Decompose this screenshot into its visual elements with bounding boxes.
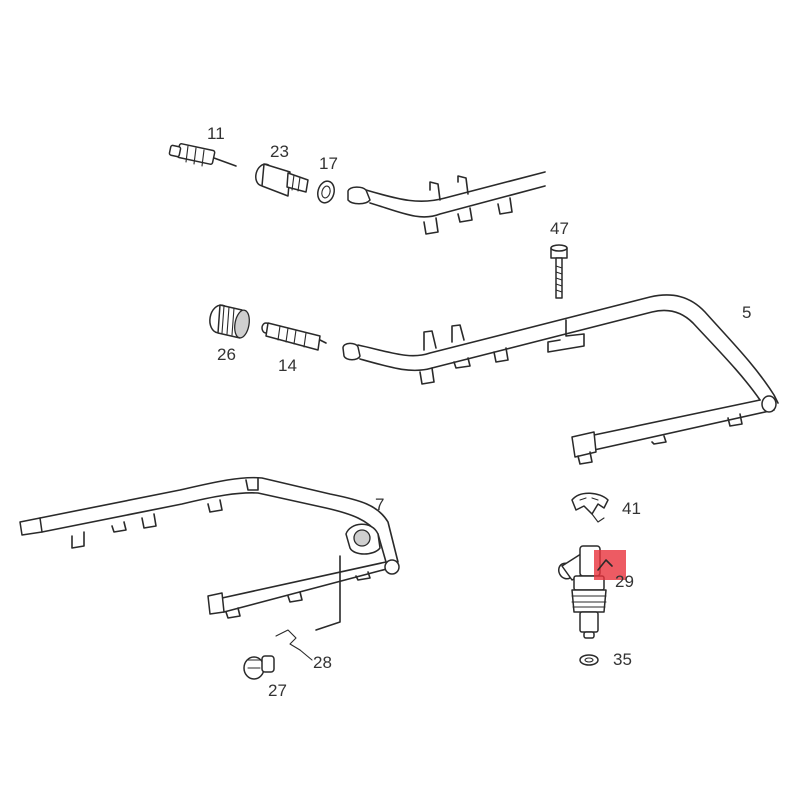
callout-28: 28 xyxy=(313,653,332,672)
part-17-ring xyxy=(317,180,335,204)
part-41-clip xyxy=(571,492,609,523)
callout-17: 17 xyxy=(319,154,338,173)
upper-fuel-rail xyxy=(347,171,546,235)
callout-41: 41 xyxy=(622,499,641,518)
part-11-sensor xyxy=(168,143,237,167)
callout-47: 47 xyxy=(550,219,569,238)
part-5-fuel-rail xyxy=(342,294,779,465)
part-23-fitting xyxy=(255,163,309,197)
callout-29: 29 xyxy=(615,572,634,591)
part-26-cap xyxy=(209,304,250,339)
callout-5: 5 xyxy=(742,303,752,322)
callout-35: 35 xyxy=(613,650,632,669)
callout-26: 26 xyxy=(217,345,236,364)
part-35-washer xyxy=(579,654,599,666)
part-14-valve xyxy=(261,322,327,351)
callout-11: 11 xyxy=(207,124,225,143)
part-28-clip xyxy=(275,629,313,661)
highlight-detail-line xyxy=(597,559,613,571)
part-7-fuel-rail xyxy=(19,476,400,631)
callout-27: 27 xyxy=(268,681,287,700)
callout-7: 7 xyxy=(375,495,385,514)
callout-14: 14 xyxy=(278,356,297,375)
callout-23: 23 xyxy=(270,142,289,161)
part-47-bolt xyxy=(550,244,568,299)
part-27-plug xyxy=(243,655,275,680)
